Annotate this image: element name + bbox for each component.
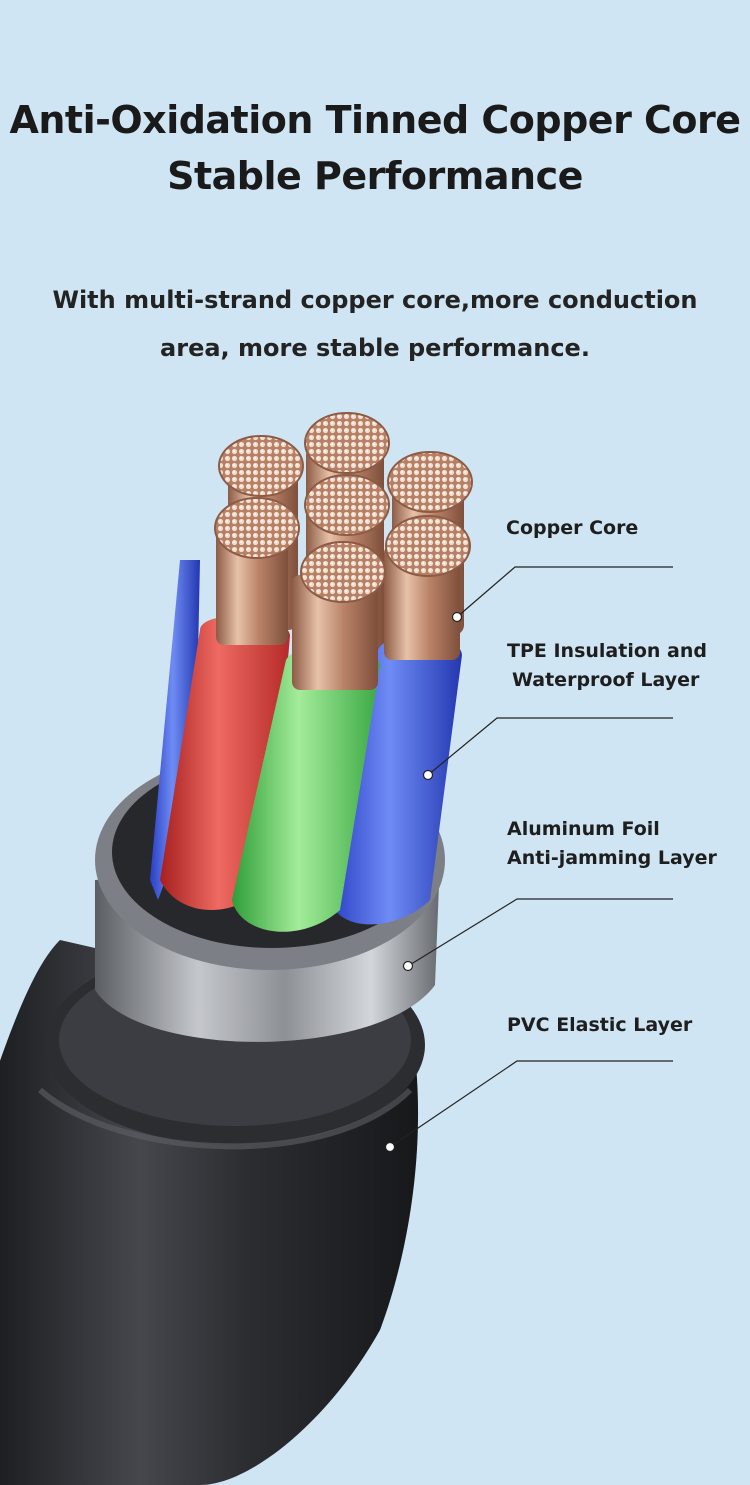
wire-green bbox=[232, 541, 386, 932]
callout-copper-core: Copper Core bbox=[506, 514, 638, 543]
page-subtitle: With multi-strand copper core,more condu… bbox=[0, 276, 750, 372]
callout-aluminum-foil: Aluminum Foil Anti-jamming Layer bbox=[507, 815, 717, 873]
page-title: Anti-Oxidation Tinned Copper Core Stable… bbox=[0, 92, 750, 204]
callout-tpe-insulation: TPE Insulation and Waterproof Layer bbox=[507, 637, 707, 695]
callout-tpe-insulation-line-1: TPE Insulation and bbox=[507, 640, 707, 662]
page-subtitle-line-2: area, more stable performance. bbox=[160, 334, 590, 362]
dot-aluminum-foil bbox=[402, 960, 414, 972]
dot-tpe-insulation bbox=[422, 769, 434, 781]
wire-blue-front bbox=[330, 515, 471, 925]
callout-aluminum-foil-line-1: Aluminum Foil bbox=[507, 818, 660, 840]
page-title-line-1: Anti-Oxidation Tinned Copper Core bbox=[9, 98, 741, 142]
callout-pvc-layer-line-1: PVC Elastic Layer bbox=[507, 1014, 693, 1036]
callout-aluminum-foil-line-2: Anti-jamming Layer bbox=[507, 847, 717, 869]
callout-tpe-insulation-line-2: Waterproof Layer bbox=[512, 669, 700, 691]
page-subtitle-line-1: With multi-strand copper core,more condu… bbox=[52, 286, 698, 314]
callout-pvc-layer: PVC Elastic Layer bbox=[507, 1011, 692, 1040]
leader-copper-core bbox=[456, 566, 673, 618]
dot-copper-core bbox=[451, 611, 463, 623]
callout-copper-core-line-1: Copper Core bbox=[506, 517, 639, 539]
page-title-line-2: Stable Performance bbox=[167, 154, 583, 198]
callout-leaders bbox=[389, 566, 673, 1148]
leader-aluminum-foil bbox=[407, 898, 673, 967]
leader-tpe-insulation bbox=[427, 717, 673, 776]
dot-pvc-layer bbox=[384, 1141, 396, 1153]
leader-pvc-layer bbox=[389, 1060, 673, 1148]
callout-dots bbox=[384, 611, 463, 1153]
